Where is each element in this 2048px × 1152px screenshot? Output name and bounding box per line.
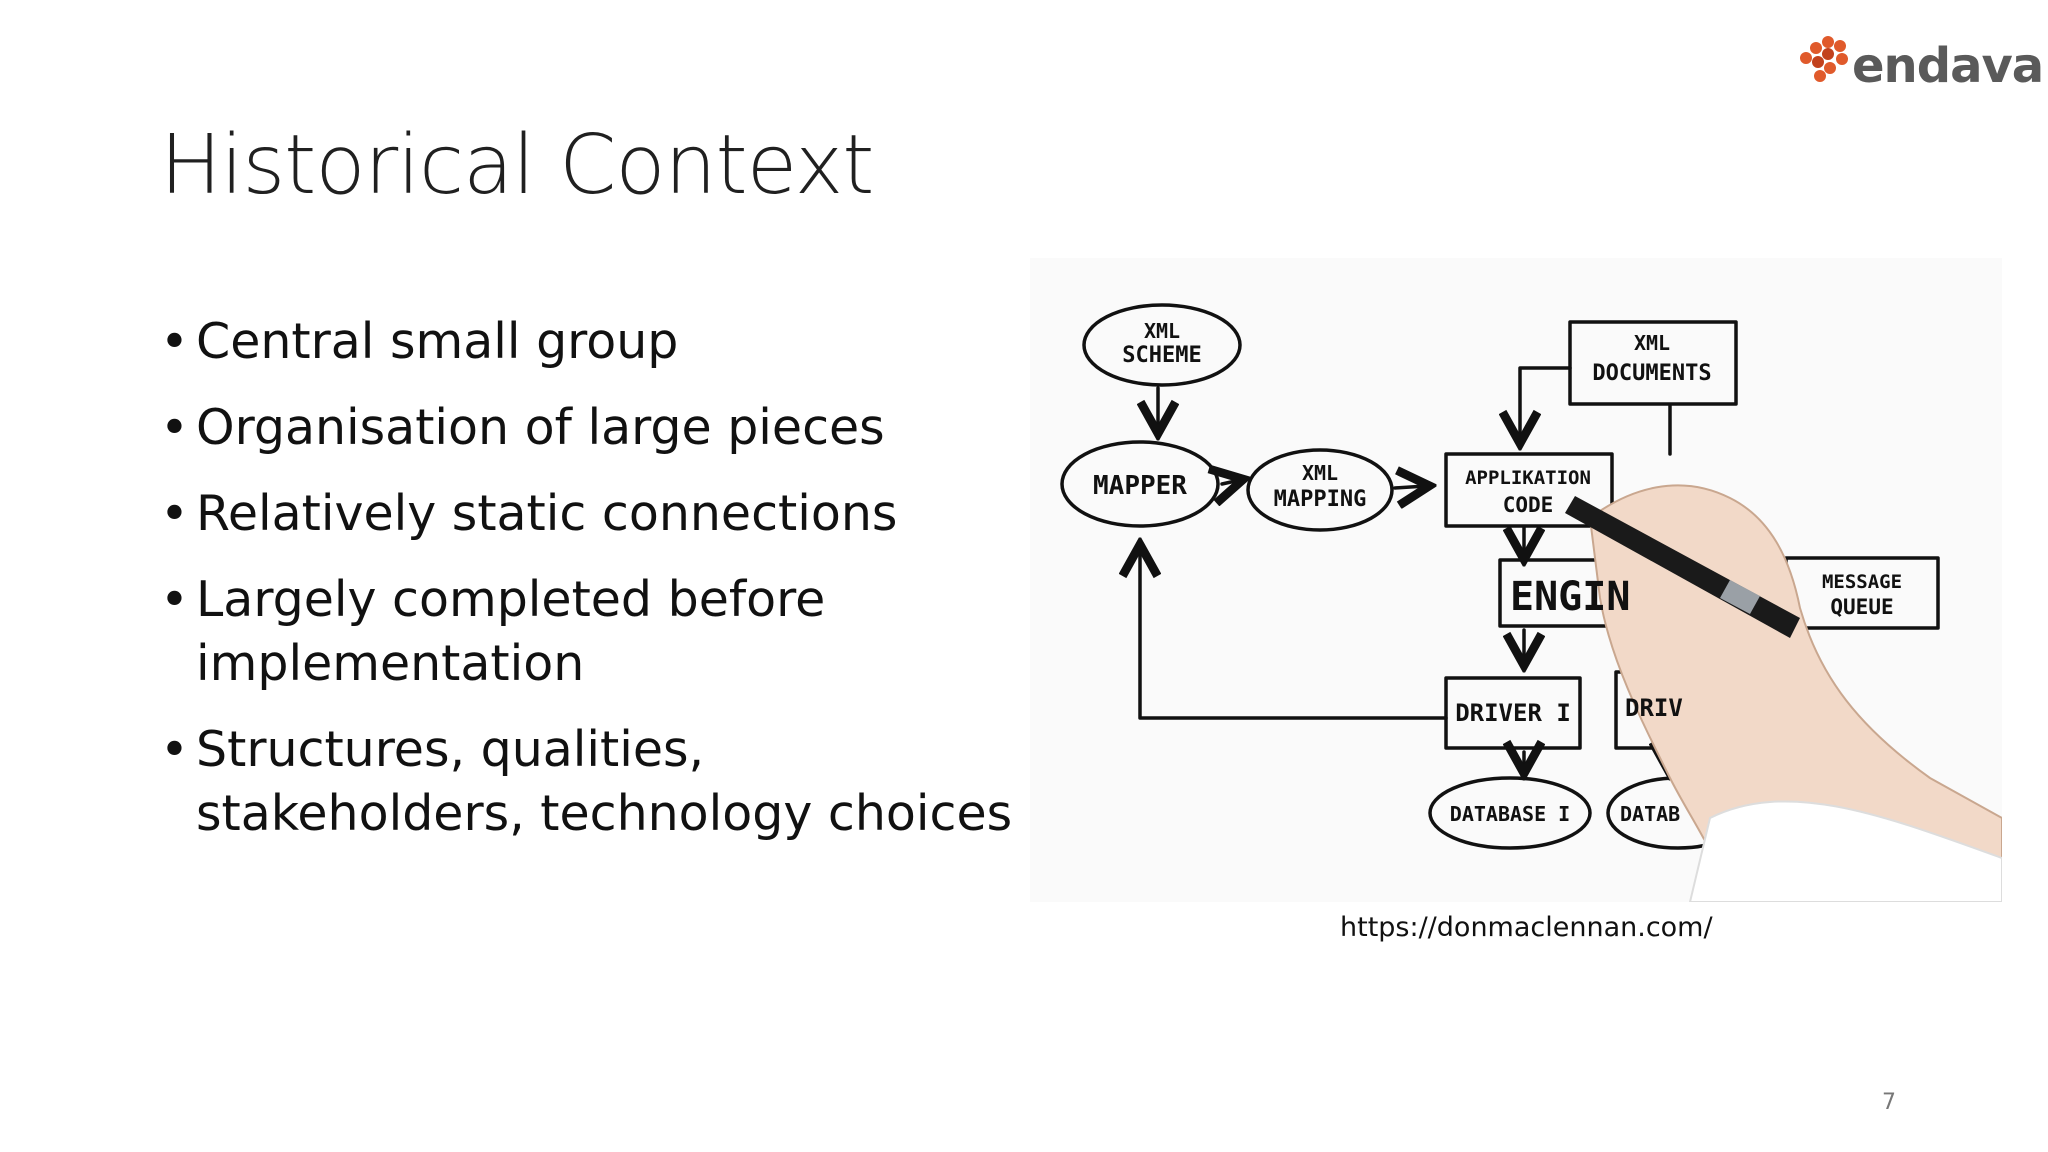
endava-logo: endava (1798, 28, 2044, 108)
xml-documents-label: XML (1634, 331, 1670, 355)
image-source-caption: https://donmaclennan.com/ (1340, 912, 1713, 943)
database-1-label: DATABASE I (1450, 802, 1570, 826)
driver-2-label: DRIV (1625, 694, 1683, 722)
xml-scheme-label: SCHEME (1122, 343, 1201, 368)
xml-mapping-label: XML (1302, 461, 1338, 485)
slide-title: Historical Context (160, 118, 874, 213)
endava-logo-mark-icon (1800, 36, 1848, 82)
bullet-item: Central small group (160, 310, 1020, 374)
database-2-label: DATAB (1620, 802, 1680, 826)
logo-text: endava (1852, 38, 2044, 94)
driver-1-label: DRIVER I (1455, 699, 1571, 727)
xml-scheme-label: XML (1144, 319, 1180, 343)
applikation-label: APPLIKATION (1465, 467, 1591, 489)
bullet-item: Organisation of large pieces (160, 396, 1020, 460)
message-queue-label: QUEUE (1830, 595, 1893, 619)
page-number: 7 (1882, 1090, 1896, 1115)
xml-scheme-node (1082, 303, 1242, 387)
xml-mapping-label: MAPPING (1274, 487, 1367, 512)
applikation-label: CODE (1503, 493, 1554, 517)
bullet-item: Relatively static connections (160, 482, 1020, 546)
bullet-item: Structures, qualities, stakeholders, tec… (160, 718, 1020, 846)
architecture-sketch-diagram: XML SCHEME XML DOCUMENTS MAPPER XML MAPP… (1060, 303, 2003, 903)
hand-with-marker-icon (1565, 484, 2003, 903)
bullet-list: Central small group Organisation of larg… (160, 310, 1020, 868)
bullet-item: Largely completed before implementation (160, 568, 1020, 696)
xml-documents-label: DOCUMENTS (1592, 361, 1711, 386)
xml-documents-node (1568, 320, 1738, 406)
message-queue-label: MESSAGE (1822, 571, 1902, 593)
mapper-label: MAPPER (1093, 471, 1187, 501)
engine-label: ENGIN (1510, 574, 1630, 620)
architecture-sketch-image: XML SCHEME XML DOCUMENTS MAPPER XML MAPP… (1030, 258, 2003, 903)
